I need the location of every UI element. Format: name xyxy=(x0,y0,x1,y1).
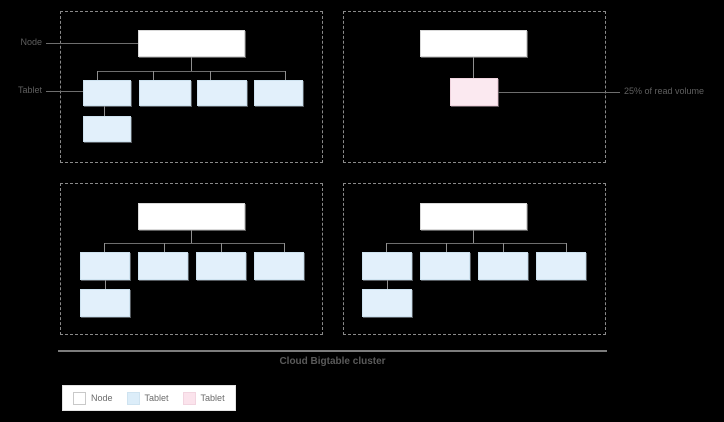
tablet-box-br-2 xyxy=(420,252,470,280)
connector-drop-bl-1 xyxy=(104,243,105,252)
callout-leader-node xyxy=(46,43,138,44)
legend-label-node: Node xyxy=(91,392,113,403)
node-box-tl xyxy=(138,30,245,57)
tablet-box-br-1 xyxy=(362,252,412,280)
tablet-swatch-icon xyxy=(126,391,140,405)
connector-drop-br-2 xyxy=(446,243,447,252)
node-box-br xyxy=(420,203,527,230)
connector-bus-br xyxy=(386,243,566,244)
tablet-box-br-4 xyxy=(536,252,586,280)
connector-drop-br-5 xyxy=(387,280,388,290)
connector-bus-bl xyxy=(104,243,284,244)
callout-label-hotspot: 25% of read volume xyxy=(624,86,705,96)
connector-drop-tl-3 xyxy=(210,71,211,80)
connector-drop-tl-4 xyxy=(285,71,286,80)
legend-item-tablet: Tablet xyxy=(126,391,169,405)
tablet-box-bl-5 xyxy=(80,289,130,317)
legend-label-tablet: Tablet xyxy=(144,392,169,403)
legend-item-node: Node xyxy=(73,391,113,405)
node-swatch-icon xyxy=(73,391,86,405)
tablet-box-br-3 xyxy=(478,252,528,280)
hot-tablet-swatch-icon xyxy=(182,391,196,405)
connector-drop-bl-2 xyxy=(164,243,165,252)
connector-drop-bl-3 xyxy=(221,243,222,252)
connector-drop-tl-2 xyxy=(153,71,154,80)
callout-leader-hotspot xyxy=(498,92,620,93)
connector-drop-br-4 xyxy=(566,243,567,252)
tablet-box-tl-1 xyxy=(83,80,131,106)
quadrant-top-right xyxy=(343,11,606,163)
callout-label-tablet: Tablet xyxy=(17,85,42,95)
connector-drop-bl-4 xyxy=(284,243,285,252)
connector-trunk-tr xyxy=(473,57,474,78)
legend: Node Tablet Tablet xyxy=(62,385,236,411)
quadrant-bottom-left xyxy=(60,183,323,335)
quadrant-bottom-right xyxy=(343,183,606,335)
connector-drop-tl-1 xyxy=(97,71,98,80)
node-box-tr xyxy=(420,30,527,57)
tablet-box-tl-4 xyxy=(254,80,303,106)
connector-bus-tl xyxy=(97,71,285,72)
connector-drop-br-1 xyxy=(386,243,387,252)
hot-tablet-box-tr xyxy=(450,78,498,106)
tablet-box-tl-3 xyxy=(197,80,247,106)
connector-trunk-tl xyxy=(191,57,192,71)
connector-drop-bl-5 xyxy=(105,280,106,290)
quadrant-top-left xyxy=(60,11,323,163)
tablet-box-bl-3 xyxy=(196,252,246,280)
connector-drop-tl-5 xyxy=(104,106,105,116)
cluster-divider xyxy=(58,350,607,352)
legend-item-hot-tablet: Tablet xyxy=(182,391,225,405)
node-box-bl xyxy=(138,203,245,230)
tablet-box-tl-5 xyxy=(83,116,131,142)
connector-trunk-bl xyxy=(191,230,192,243)
callout-leader-tablet xyxy=(46,91,83,92)
tablet-box-bl-2 xyxy=(138,252,188,280)
tablet-box-bl-4 xyxy=(254,252,304,280)
tablet-box-br-5 xyxy=(362,289,412,317)
connector-drop-br-3 xyxy=(503,243,504,252)
legend-label-hot-tablet: Tablet xyxy=(200,392,225,403)
cluster-caption: Cloud Bigtable cluster xyxy=(279,356,386,367)
connector-trunk-br xyxy=(473,230,474,243)
tablet-box-bl-1 xyxy=(80,252,130,280)
callout-label-node: Node xyxy=(20,37,42,47)
tablet-box-tl-2 xyxy=(139,80,191,106)
